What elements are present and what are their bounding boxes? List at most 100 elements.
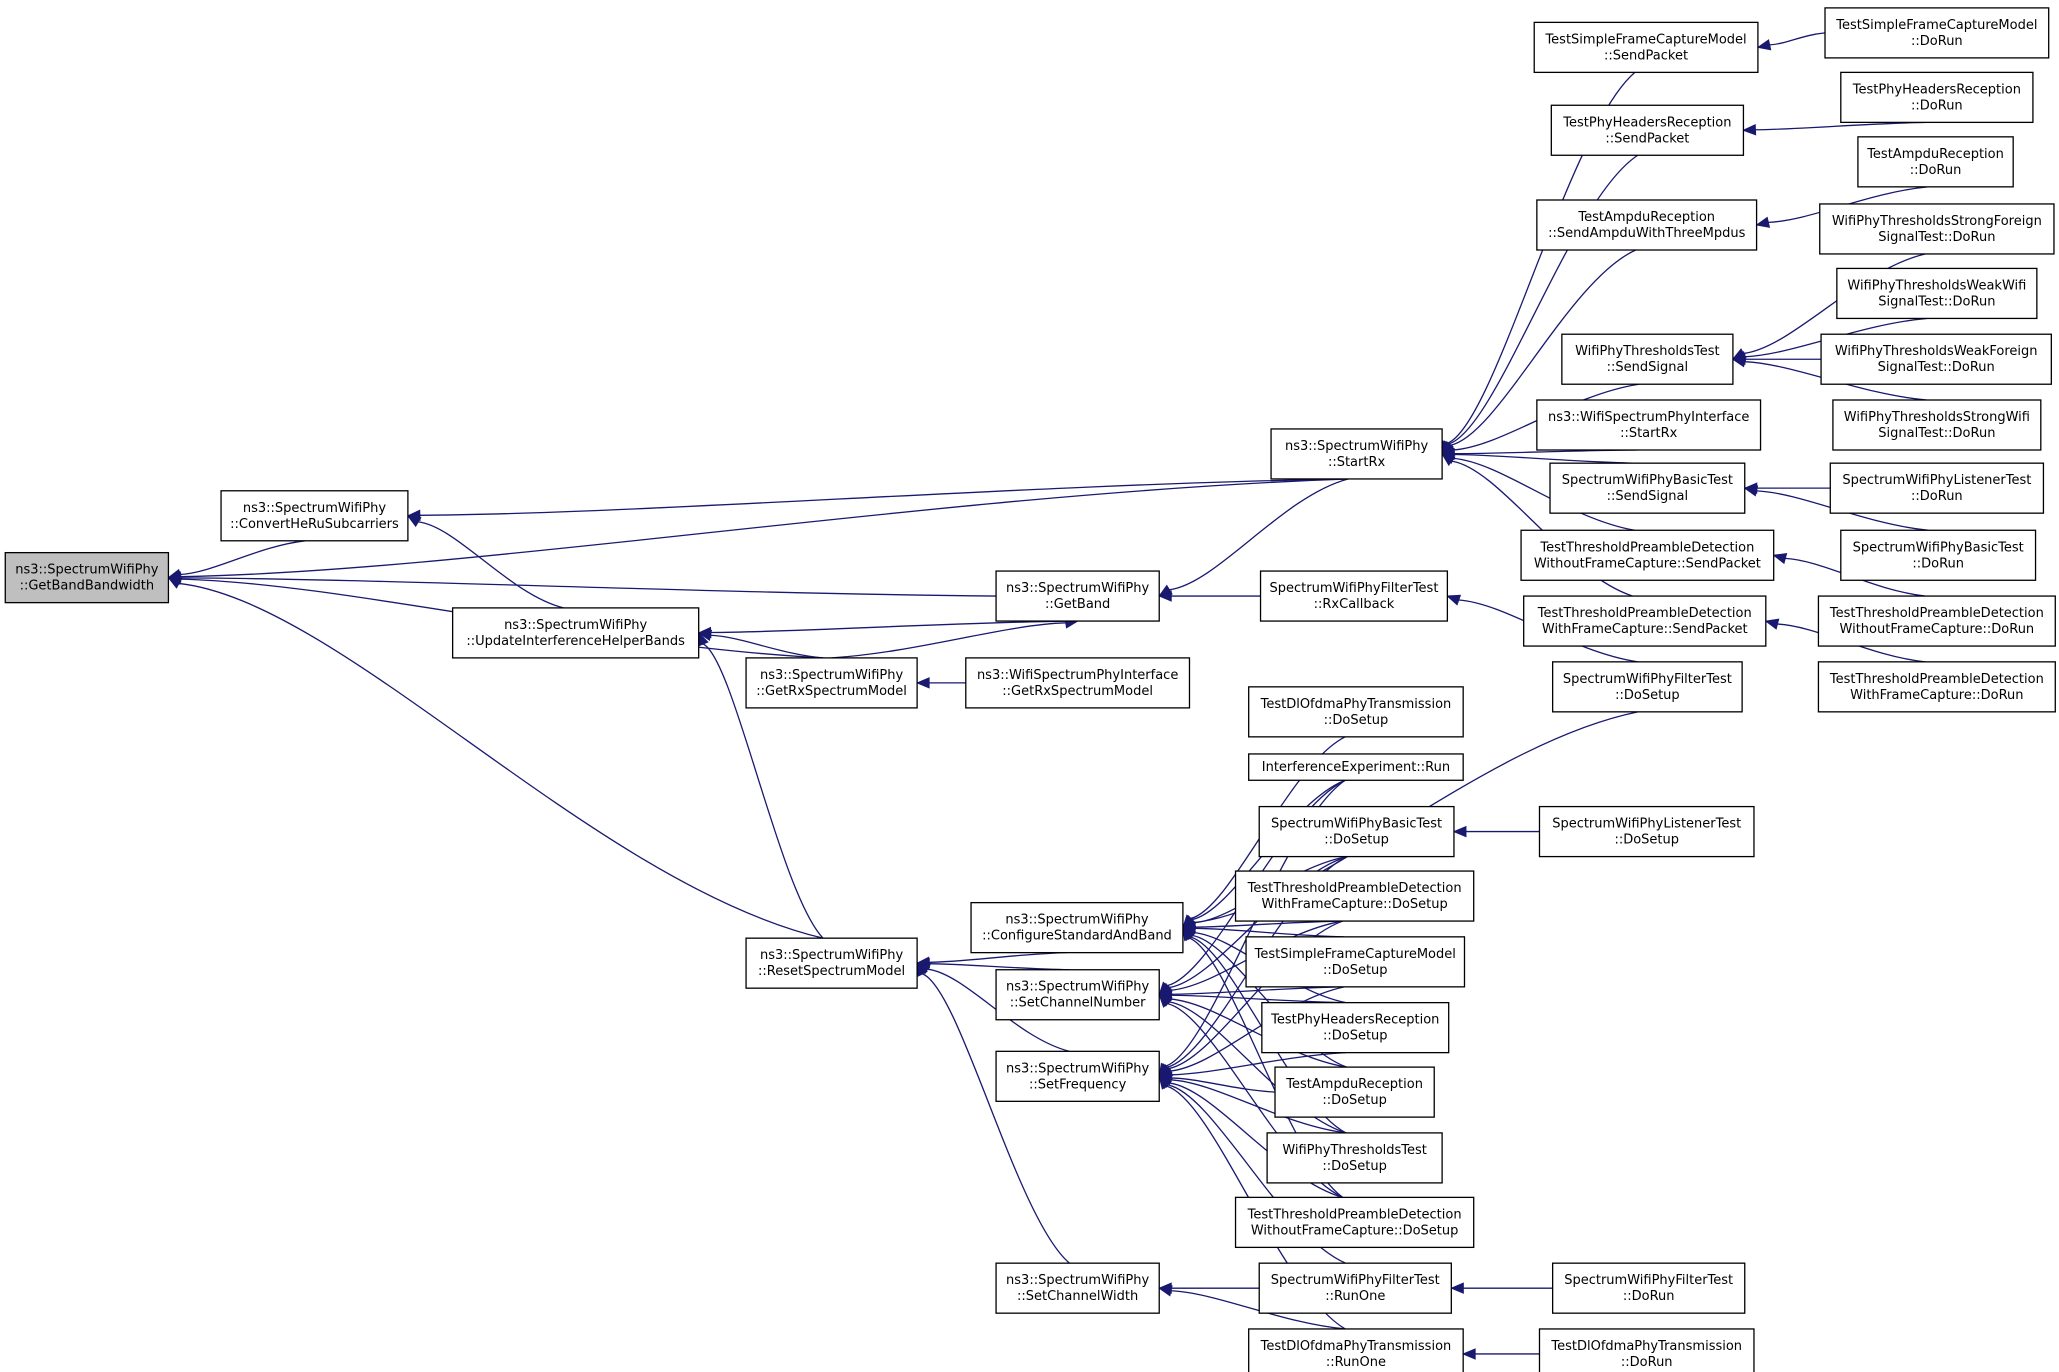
call-edge xyxy=(1461,1348,1540,1360)
node-box xyxy=(995,1050,1160,1102)
graph-node[interactable]: TestDlOfdmaPhyTransmission::DoRun xyxy=(1538,1328,1755,1372)
graph-node[interactable]: ns3::SpectrumWifiPhy::ConfigureStandardA… xyxy=(970,901,1184,954)
node-label-line: ::RxCallback xyxy=(1314,597,1395,612)
graph-node[interactable]: TestThresholdPreambleDetectionWithoutFra… xyxy=(1817,595,2056,647)
graph-node[interactable]: SpectrumWifiPhyFilterTest::RunOne xyxy=(1258,1262,1452,1314)
graph-node[interactable]: ns3::SpectrumWifiPhy::ResetSpectrumModel xyxy=(745,937,918,989)
node-label-line: ::ResetSpectrumModel xyxy=(758,964,905,979)
node-label-line: SpectrumWifiPhyListenerTest xyxy=(1842,473,2031,488)
node-label-line: ::DoSetup xyxy=(1322,1159,1387,1174)
graph-node[interactable]: WifiPhyThresholdsWeakForeignSignalTest::… xyxy=(1820,333,2052,385)
graph-node[interactable]: SpectrumWifiPhyFilterTest::DoRun xyxy=(1551,1262,1746,1314)
graph-node[interactable]: WifiPhyThresholdsTest::SendSignal xyxy=(1561,333,1734,385)
edge-arrowhead xyxy=(697,629,713,642)
edge-arrowhead xyxy=(1158,1075,1172,1090)
edge-line xyxy=(178,582,824,939)
edge-line xyxy=(927,968,1070,1052)
graph-node[interactable]: ns3::SpectrumWifiPhy::GetRxSpectrumModel xyxy=(745,657,918,709)
graph-node[interactable]: TestPhyHeadersReception::SendPacket xyxy=(1550,104,1745,156)
graph-node[interactable]: TestPhyHeadersReception::DoRun xyxy=(1840,71,2034,124)
graph-node[interactable]: ns3::SpectrumWifiPhy::SetFrequency xyxy=(995,1050,1160,1102)
graph-node[interactable]: ns3::SpectrumWifiPhy::UpdateInterference… xyxy=(451,607,700,659)
graph-node[interactable]: WifiPhyThresholdsStrongForeignSignalTest… xyxy=(1819,203,2055,255)
node-label-line: ns3::SpectrumWifiPhy xyxy=(15,563,158,578)
edge-line xyxy=(710,620,1070,634)
edge-line xyxy=(179,540,306,576)
edge-arrowhead xyxy=(1461,1348,1476,1360)
node-label-line: ::GetBand xyxy=(1045,597,1110,612)
call-edge xyxy=(1157,1282,1260,1294)
node-box xyxy=(1817,661,2056,713)
graph-node[interactable]: WifiPhyThresholdsTest::DoSetup xyxy=(1266,1132,1443,1184)
node-box xyxy=(965,657,1191,709)
graph-node[interactable]: ns3::SpectrumWifiPhy::GetBandBandwidth xyxy=(4,551,170,604)
edge-line xyxy=(1454,453,1638,464)
graph-node[interactable]: TestThresholdPreambleDetectionWithFrameC… xyxy=(1817,661,2056,713)
graph-node[interactable]: TestThresholdPreambleDetectionWithoutFra… xyxy=(1520,529,1775,581)
graph-node[interactable]: ns3::SpectrumWifiPhy::ConvertHeRuSubcarr… xyxy=(220,490,409,542)
edge-line xyxy=(1170,1290,1346,1330)
node-label-line: SpectrumWifiPhyBasicTest xyxy=(1271,817,1442,832)
node-label-line: TestSimpleFrameCaptureModel xyxy=(1254,947,1456,962)
node-label-line: TestSimpleFrameCaptureModel xyxy=(1544,32,1746,47)
node-label-line: WithFrameCapture::SendPacket xyxy=(1542,622,1748,637)
node-label-line: ::GetRxSpectrumModel xyxy=(756,684,907,699)
node-box xyxy=(1533,21,1759,74)
graph-node[interactable]: TestSimpleFrameCaptureModel::SendPacket xyxy=(1533,21,1759,74)
graph-node[interactable]: SpectrumWifiPhyListenerTest::DoRun xyxy=(1829,462,2045,514)
node-label-line: SignalTest::DoRun xyxy=(1878,360,1995,375)
node-label-line: SignalTest::DoRun xyxy=(1878,294,1995,309)
edge-line xyxy=(922,973,1070,1264)
graph-node[interactable]: SpectrumWifiPhyListenerTest::DoSetup xyxy=(1538,805,1755,858)
graph-node[interactable]: TestAmpduReception::DoRun xyxy=(1857,136,2014,188)
node-box xyxy=(451,607,700,659)
graph-node[interactable]: TestDlOfdmaPhyTransmission::RunOne xyxy=(1248,1328,1464,1372)
graph-node[interactable]: SpectrumWifiPhyBasicTest::DoRun xyxy=(1840,529,2037,581)
graph-node[interactable]: TestThresholdPreambleDetectionWithFrameC… xyxy=(1523,595,1767,647)
node-label-line: TestThresholdPreambleDetection xyxy=(1829,672,2044,687)
graph-node[interactable]: InterferenceExperiment::Run xyxy=(1248,753,1464,781)
node-label-line: ::SendPacket xyxy=(1605,131,1689,146)
graph-node[interactable]: TestPhyHeadersReception::DoSetup xyxy=(1261,1001,1450,1054)
node-label-line: ns3::SpectrumWifiPhy xyxy=(1285,439,1428,454)
graph-node[interactable]: TestThresholdPreambleDetectionWithFrameC… xyxy=(1234,870,1475,922)
graph-node[interactable]: TestAmpduReception::DoSetup xyxy=(1274,1066,1435,1118)
graph-node[interactable]: ns3::WifiSpectrumPhyInterface::StartRx xyxy=(1536,399,1762,451)
graph-node[interactable]: SpectrumWifiPhyFilterTest::RxCallback xyxy=(1259,570,1449,622)
graph-node[interactable]: TestDlOfdmaPhyTransmission::DoSetup xyxy=(1248,686,1464,738)
graph-node[interactable]: ns3::SpectrumWifiPhy::SetChannelNumber xyxy=(995,969,1160,1021)
node-box xyxy=(1266,1132,1443,1184)
graph-node[interactable]: SpectrumWifiPhyBasicTest::SendSignal xyxy=(1549,462,1746,514)
node-label-line: SignalTest::DoRun xyxy=(1878,230,1995,245)
graph-node[interactable]: ns3::SpectrumWifiPhy::GetBand xyxy=(995,570,1160,622)
node-box xyxy=(970,901,1184,954)
graph-node[interactable]: ns3::WifiSpectrumPhyInterface::GetRxSpec… xyxy=(965,657,1191,709)
node-label-line: ::GetRxSpectrumModel xyxy=(1002,684,1153,699)
node-label-line: TestThresholdPreambleDetection xyxy=(1829,606,2044,621)
node-box xyxy=(1857,136,2014,188)
graph-node[interactable]: TestSimpleFrameCaptureModel::DoRun xyxy=(1824,7,2050,59)
call-edge xyxy=(1452,825,1540,838)
call-edge xyxy=(698,631,824,939)
node-box xyxy=(1829,462,2045,514)
node-label-line: WithFrameCapture::DoRun xyxy=(1850,688,2023,703)
call-edge xyxy=(1157,1072,1276,1093)
graph-node[interactable]: WifiPhyThresholdsStrongWifiSignalTest::D… xyxy=(1832,399,2042,451)
node-box xyxy=(745,937,918,989)
graph-node[interactable]: TestSimpleFrameCaptureModel::DoSetup xyxy=(1245,936,1466,988)
graph-node[interactable]: ns3::SpectrumWifiPhy::StartRx xyxy=(1270,428,1443,480)
graph-node[interactable]: TestAmpduReception::SendAmpduWithThreeMp… xyxy=(1536,199,1758,251)
edge-line xyxy=(1170,1079,1346,1134)
graph-node[interactable]: WifiPhyThresholdsWeakWifiSignalTest::DoR… xyxy=(1836,267,2038,320)
node-box xyxy=(1523,595,1767,647)
node-box xyxy=(995,570,1160,622)
graph-node[interactable]: SpectrumWifiPhyFilterTest::DoSetup xyxy=(1551,661,1743,713)
graph-node[interactable]: ns3::SpectrumWifiPhy::SetChannelWidth xyxy=(995,1262,1160,1314)
graph-node[interactable]: TestThresholdPreambleDetectionWithoutFra… xyxy=(1234,1196,1475,1249)
node-label-line: WifiPhyThresholdsTest xyxy=(1575,344,1720,359)
node-box xyxy=(995,969,1160,1021)
node-box xyxy=(1824,7,2050,59)
edge-line xyxy=(1194,927,1345,938)
graph-node[interactable]: SpectrumWifiPhyBasicTest::DoSetup xyxy=(1258,805,1455,858)
node-box xyxy=(1258,805,1455,858)
